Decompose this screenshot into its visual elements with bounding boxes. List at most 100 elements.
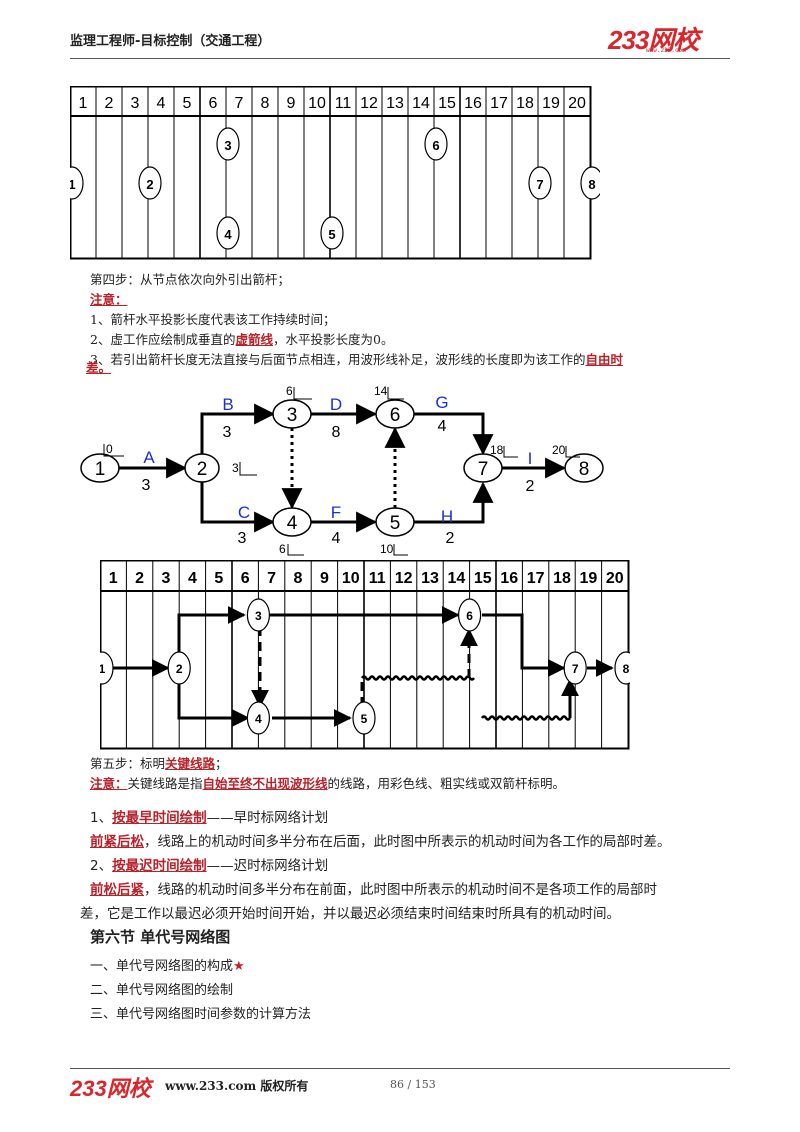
grid1-tick: 20 — [568, 95, 586, 112]
grid1-node — [424, 127, 448, 161]
grid1-tick: 12 — [360, 95, 378, 112]
step4-line3-cont: 差。 — [86, 360, 112, 375]
label-A: A — [143, 448, 155, 467]
dur-G: 4 — [438, 418, 447, 435]
grid1-tick: 11 — [335, 95, 352, 112]
grid2-tick: 1 — [109, 570, 118, 587]
para-2b: 前松后紧，线路的机动时间多半分布在前面，此时图中所表示的机动时间不是各项工作的局… — [90, 882, 657, 898]
grid2-tick: 15 — [474, 570, 492, 587]
grid1-node-label: 5 — [328, 227, 335, 242]
grid2-node — [246, 701, 270, 735]
grid2-node — [167, 651, 191, 685]
svg-text:3: 3 — [287, 405, 298, 426]
grid1-node-label: 2 — [146, 177, 153, 192]
timing-paragraphs: 1、按最早时间绘制——早时标网络计划 前紧后松，线路上的机动时间多半分布在后面，… — [90, 806, 740, 902]
grid2-node — [246, 598, 270, 632]
grid2-tick: 16 — [500, 570, 518, 587]
grid1-tick: 15 — [438, 95, 456, 112]
grid2-node-label: 4 — [255, 712, 262, 726]
grid2-tick: 4 — [188, 570, 197, 587]
grid2-node — [563, 651, 587, 685]
grid2-node-label: 7 — [572, 662, 579, 676]
grid2-tick: 20 — [606, 570, 624, 587]
node-6 — [375, 399, 415, 429]
svg-text:20: 20 — [552, 443, 566, 457]
svg-text:6: 6 — [279, 542, 286, 556]
svg-text:18: 18 — [490, 443, 504, 457]
grid1-node — [216, 216, 240, 250]
node-2 — [184, 453, 220, 483]
dur-H: 2 — [446, 530, 455, 547]
label-B: B — [222, 395, 233, 414]
grid1-tick: 13 — [386, 95, 404, 112]
grid1-tick: 1 — [79, 95, 88, 112]
dur-C: 3 — [238, 530, 247, 547]
para-1b: 前紧后松，线路上的机动时间多半分布在后面，此时图中所表示的机动时间为各工作的局部… — [90, 834, 671, 850]
label-D: D — [330, 395, 342, 414]
section-item-2: 二、单代号网络图的绘制 — [90, 983, 234, 998]
grid1-node — [70, 166, 84, 200]
step5-note: 注意：关键线路是指自始至终不出现波形线的线路，用彩色线、粗实线或双箭杆标明。 — [90, 776, 566, 791]
grid2-node-label: 5 — [361, 712, 368, 726]
step4-title: 第四步：从节点依次向外引出箭杆； — [90, 272, 291, 287]
label-H: H — [441, 507, 453, 526]
grid2-tick: 19 — [580, 570, 598, 587]
section-items: 一、单代号网络图的构成★ 二、单代号网络图的绘制 三、单代号网络图时间参数的计算… — [90, 955, 311, 1027]
grid1-node — [528, 166, 552, 200]
grid1-node — [320, 216, 344, 250]
footer-divider — [70, 1068, 730, 1069]
grid2-node-label: 3 — [255, 609, 262, 623]
grid1-node — [138, 166, 162, 200]
star-icon: ★ — [233, 959, 245, 974]
label-G: G — [435, 393, 448, 412]
grid2-node — [100, 651, 114, 685]
grid2-node-label: 8 — [623, 662, 630, 676]
step4-line2: 2、虚工作应绘制成垂直的虚箭线，水平投影长度为0。 — [90, 332, 394, 347]
svg-text:2: 2 — [197, 459, 208, 480]
dur-I: 2 — [526, 478, 535, 495]
edge-G — [414, 412, 494, 456]
network-diagram: 1 2 3 4 5 6 7 8 A B C D F G H I 3 3 3 8 … — [80, 384, 604, 556]
grid1-tick: 3 — [131, 95, 140, 112]
step5-title: 第五步：标明关键线路； — [90, 756, 228, 771]
grid1-tick: 4 — [157, 95, 166, 112]
dur-A: 3 — [142, 477, 151, 494]
grid2-node-label: 2 — [176, 662, 183, 676]
grid1-node-label: 4 — [224, 227, 232, 242]
grid2-tick: 7 — [267, 570, 276, 587]
step4-note: 注意： — [90, 292, 128, 307]
grid1-node — [580, 166, 600, 200]
grid2-tick: 17 — [527, 570, 545, 587]
edge-H — [414, 481, 494, 524]
grid2-node-label: 6 — [466, 609, 473, 623]
step4-line3: 3、若引出箭杆长度无法直接与后面节点相连，用波形线补足，波形线的长度即为该工作的… — [90, 352, 623, 367]
page-number: 86 / 153 — [390, 1078, 436, 1091]
section-item-1: 一、单代号网络图的构成★ — [90, 959, 245, 974]
para-1: 1、按最早时间绘制——早时标网络计划 — [90, 810, 329, 826]
label-I: I — [528, 449, 533, 468]
dur-D: 8 — [332, 424, 341, 441]
label-C: C — [238, 503, 250, 522]
node-1 — [80, 453, 120, 483]
grid1-tick: 10 — [308, 95, 326, 112]
footer-copyright: www.233.com 版权所有 — [165, 1079, 309, 1093]
node-3 — [272, 399, 312, 429]
grid1-tick: 8 — [261, 95, 270, 112]
svg-text:8: 8 — [579, 459, 590, 480]
grid1-tick: 5 — [183, 95, 192, 112]
brand-logo: 233网校 — [608, 25, 699, 55]
dur-B: 3 — [223, 424, 232, 441]
dur-F: 4 — [332, 530, 341, 547]
grid1-tick: 6 — [209, 95, 218, 112]
svg-text:14: 14 — [374, 384, 388, 398]
para-2: 2、按最迟时间绘制——迟时标网络计划 — [90, 858, 329, 874]
svg-text:0: 0 — [106, 442, 113, 456]
grid1-node-label: 6 — [432, 138, 439, 153]
svg-text:1: 1 — [95, 459, 106, 480]
footer-logo: 233网校 — [70, 1076, 151, 1101]
grid1-node — [216, 127, 240, 161]
grid1-node-label: 8 — [588, 177, 595, 192]
svg-text:6: 6 — [390, 405, 401, 426]
